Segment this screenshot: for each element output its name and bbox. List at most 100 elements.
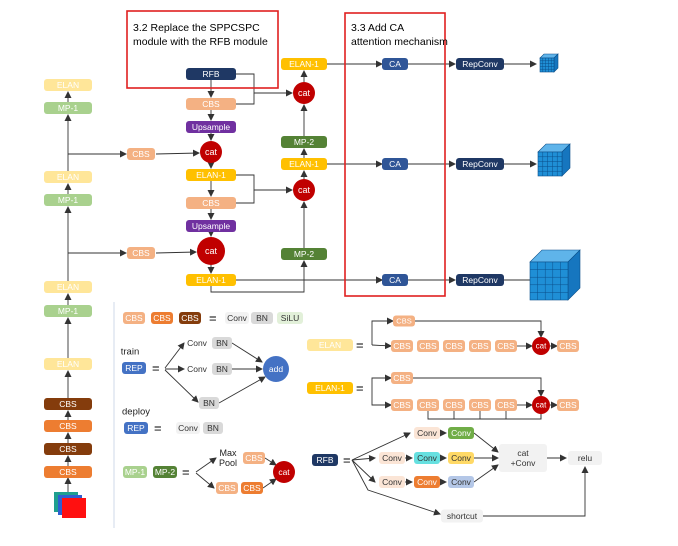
- detection-head-cube-large: [529, 249, 581, 301]
- backbone-elan-block-label: ELAN: [57, 282, 79, 292]
- legend-cbs-block: [417, 340, 439, 352]
- legend-arrow: [371, 317, 394, 345]
- legend-arrow: [195, 472, 215, 489]
- neck-cat-node: [293, 179, 315, 201]
- legend-cat-node: [532, 337, 550, 355]
- legend-conv-block-label: Conv: [187, 364, 208, 374]
- neck-arrow: [236, 93, 255, 105]
- legend-cbs-block-label: CBS: [393, 400, 411, 410]
- legend-cbs-block-label: CBS: [559, 341, 577, 351]
- legend-arrow: [231, 342, 263, 363]
- ca-attention-block-label: CA: [389, 159, 401, 169]
- equals-sign: =: [356, 338, 364, 353]
- legend-shortcut-block: [441, 509, 483, 523]
- legend-conv-block: [448, 452, 474, 464]
- legend-cbs-block: [151, 312, 173, 324]
- neck-arrow: [236, 174, 293, 194]
- legend-arrow: [473, 464, 499, 483]
- legend-mp1-block-label: MP-1: [125, 467, 146, 477]
- legend-conv-block-label: Conv: [227, 313, 248, 323]
- backbone-elan-block-label: ELAN: [57, 359, 79, 369]
- backbone-cbs-block-label: CBS: [59, 444, 77, 454]
- neck-cat-node-label: cat: [298, 185, 311, 195]
- legend-cbs-block: [495, 399, 517, 411]
- backbone-elan-block: [44, 79, 92, 91]
- legend-conv-block-label: Conv: [417, 428, 438, 438]
- legend-arrow: [427, 411, 542, 420]
- legend-bn-block-label: BN: [216, 364, 228, 374]
- backbone-cbs-block-label: CBS: [59, 421, 77, 431]
- ca-attention-block: [382, 58, 408, 70]
- equals-sign: =: [343, 453, 351, 468]
- neck-mp2-block-label: MP-2: [294, 249, 315, 259]
- legend-cbs-block: [216, 482, 238, 494]
- legend-arrow: [479, 411, 542, 420]
- neck-cat-node: [293, 82, 315, 104]
- neck-arrow: [155, 248, 197, 256]
- neck-mp2-block: [281, 248, 327, 260]
- legend-rep-block: [122, 362, 146, 374]
- legend-deploy-label: deploy: [122, 407, 150, 418]
- repconv-block-label: RepConv: [462, 59, 498, 69]
- legend-cbs-block-label: CBS: [445, 341, 463, 351]
- legend-bn-block: [251, 312, 273, 324]
- legend-arrow: [413, 377, 545, 397]
- legend-arrow: [371, 388, 392, 409]
- backbone-elan-block: [44, 281, 92, 293]
- legend-conv-block: [185, 337, 209, 349]
- legend-cbs-block: [393, 315, 415, 327]
- legend-elan-block: [307, 339, 353, 351]
- legend-cat-node-label: cat: [536, 401, 547, 410]
- legend-arrow: [483, 466, 589, 517]
- neck-elan1-block: [281, 58, 327, 70]
- neck-mp2-block-label: MP-2: [294, 137, 315, 147]
- legend-cat-node: [532, 396, 550, 414]
- ca-attention-block-label: CA: [389, 59, 401, 69]
- legend-bn-block-label: BN: [256, 313, 268, 323]
- legend-elan1-block-label: ELAN-1: [315, 383, 345, 393]
- legend-cat-conv-block: [499, 444, 547, 472]
- legend-elan-block-label: ELAN: [319, 340, 341, 350]
- neck-upsample-block: [186, 220, 236, 232]
- neck-cat-node-label: cat: [205, 147, 218, 157]
- legend-conv-block-label: Conv: [187, 338, 208, 348]
- legend-arrow: [505, 411, 542, 420]
- ca-attention-block: [382, 158, 408, 170]
- legend-cat-node-label: cat: [278, 467, 290, 477]
- neck-cat-node-label: cat: [205, 246, 218, 256]
- legend-arrow: [351, 455, 376, 463]
- ca-callout-line1: 3.3 Add CA: [351, 22, 404, 34]
- legend-bn-block: [199, 397, 219, 409]
- legend-bn-block-label: BN: [216, 338, 228, 348]
- legend-cbs-block-label: CBS: [243, 483, 261, 493]
- backbone-elan-block: [44, 171, 92, 183]
- backbone-elan-block: [44, 358, 92, 370]
- legend-silu-block-label: SiLU: [281, 313, 299, 323]
- legend-cbs-block: [417, 399, 439, 411]
- neck-arrow: [236, 73, 293, 97]
- neck-cbs-block: [127, 148, 155, 160]
- legend-cbs-block: [443, 399, 465, 411]
- backbone-mp-1-block-label: MP-1: [58, 103, 79, 113]
- legend-rep-block-label: REP: [127, 423, 145, 433]
- legend-conv-block-label: Conv: [417, 477, 438, 487]
- legend-arrow: [371, 374, 392, 388]
- backbone-mp-1-block: [44, 305, 92, 317]
- neck-cbs-block: [186, 197, 236, 209]
- legend-cbs-block-label: CBS: [125, 313, 143, 323]
- legend-conv-block-label: Conv: [451, 477, 472, 487]
- legend-cbs-block: [391, 340, 413, 352]
- legend-conv-block: [448, 427, 474, 439]
- legend-cbs-block: [241, 482, 263, 494]
- repconv-block-label: RepConv: [462, 159, 498, 169]
- neck-elan1-block: [186, 274, 236, 286]
- legend-cbs-block-label: CBS: [181, 313, 199, 323]
- legend-cbs-block-label: CBS: [245, 453, 263, 463]
- legend-arrow: [351, 459, 376, 483]
- legend-cbs-block-label: CBS: [396, 317, 411, 326]
- equals-sign: =: [182, 465, 190, 480]
- legend-cbs-block-label: CBS: [497, 341, 515, 351]
- neck-elan1-block-label: ELAN-1: [289, 159, 319, 169]
- legend-train-label: train: [121, 347, 139, 358]
- legend-cbs-block-label: CBS: [153, 313, 171, 323]
